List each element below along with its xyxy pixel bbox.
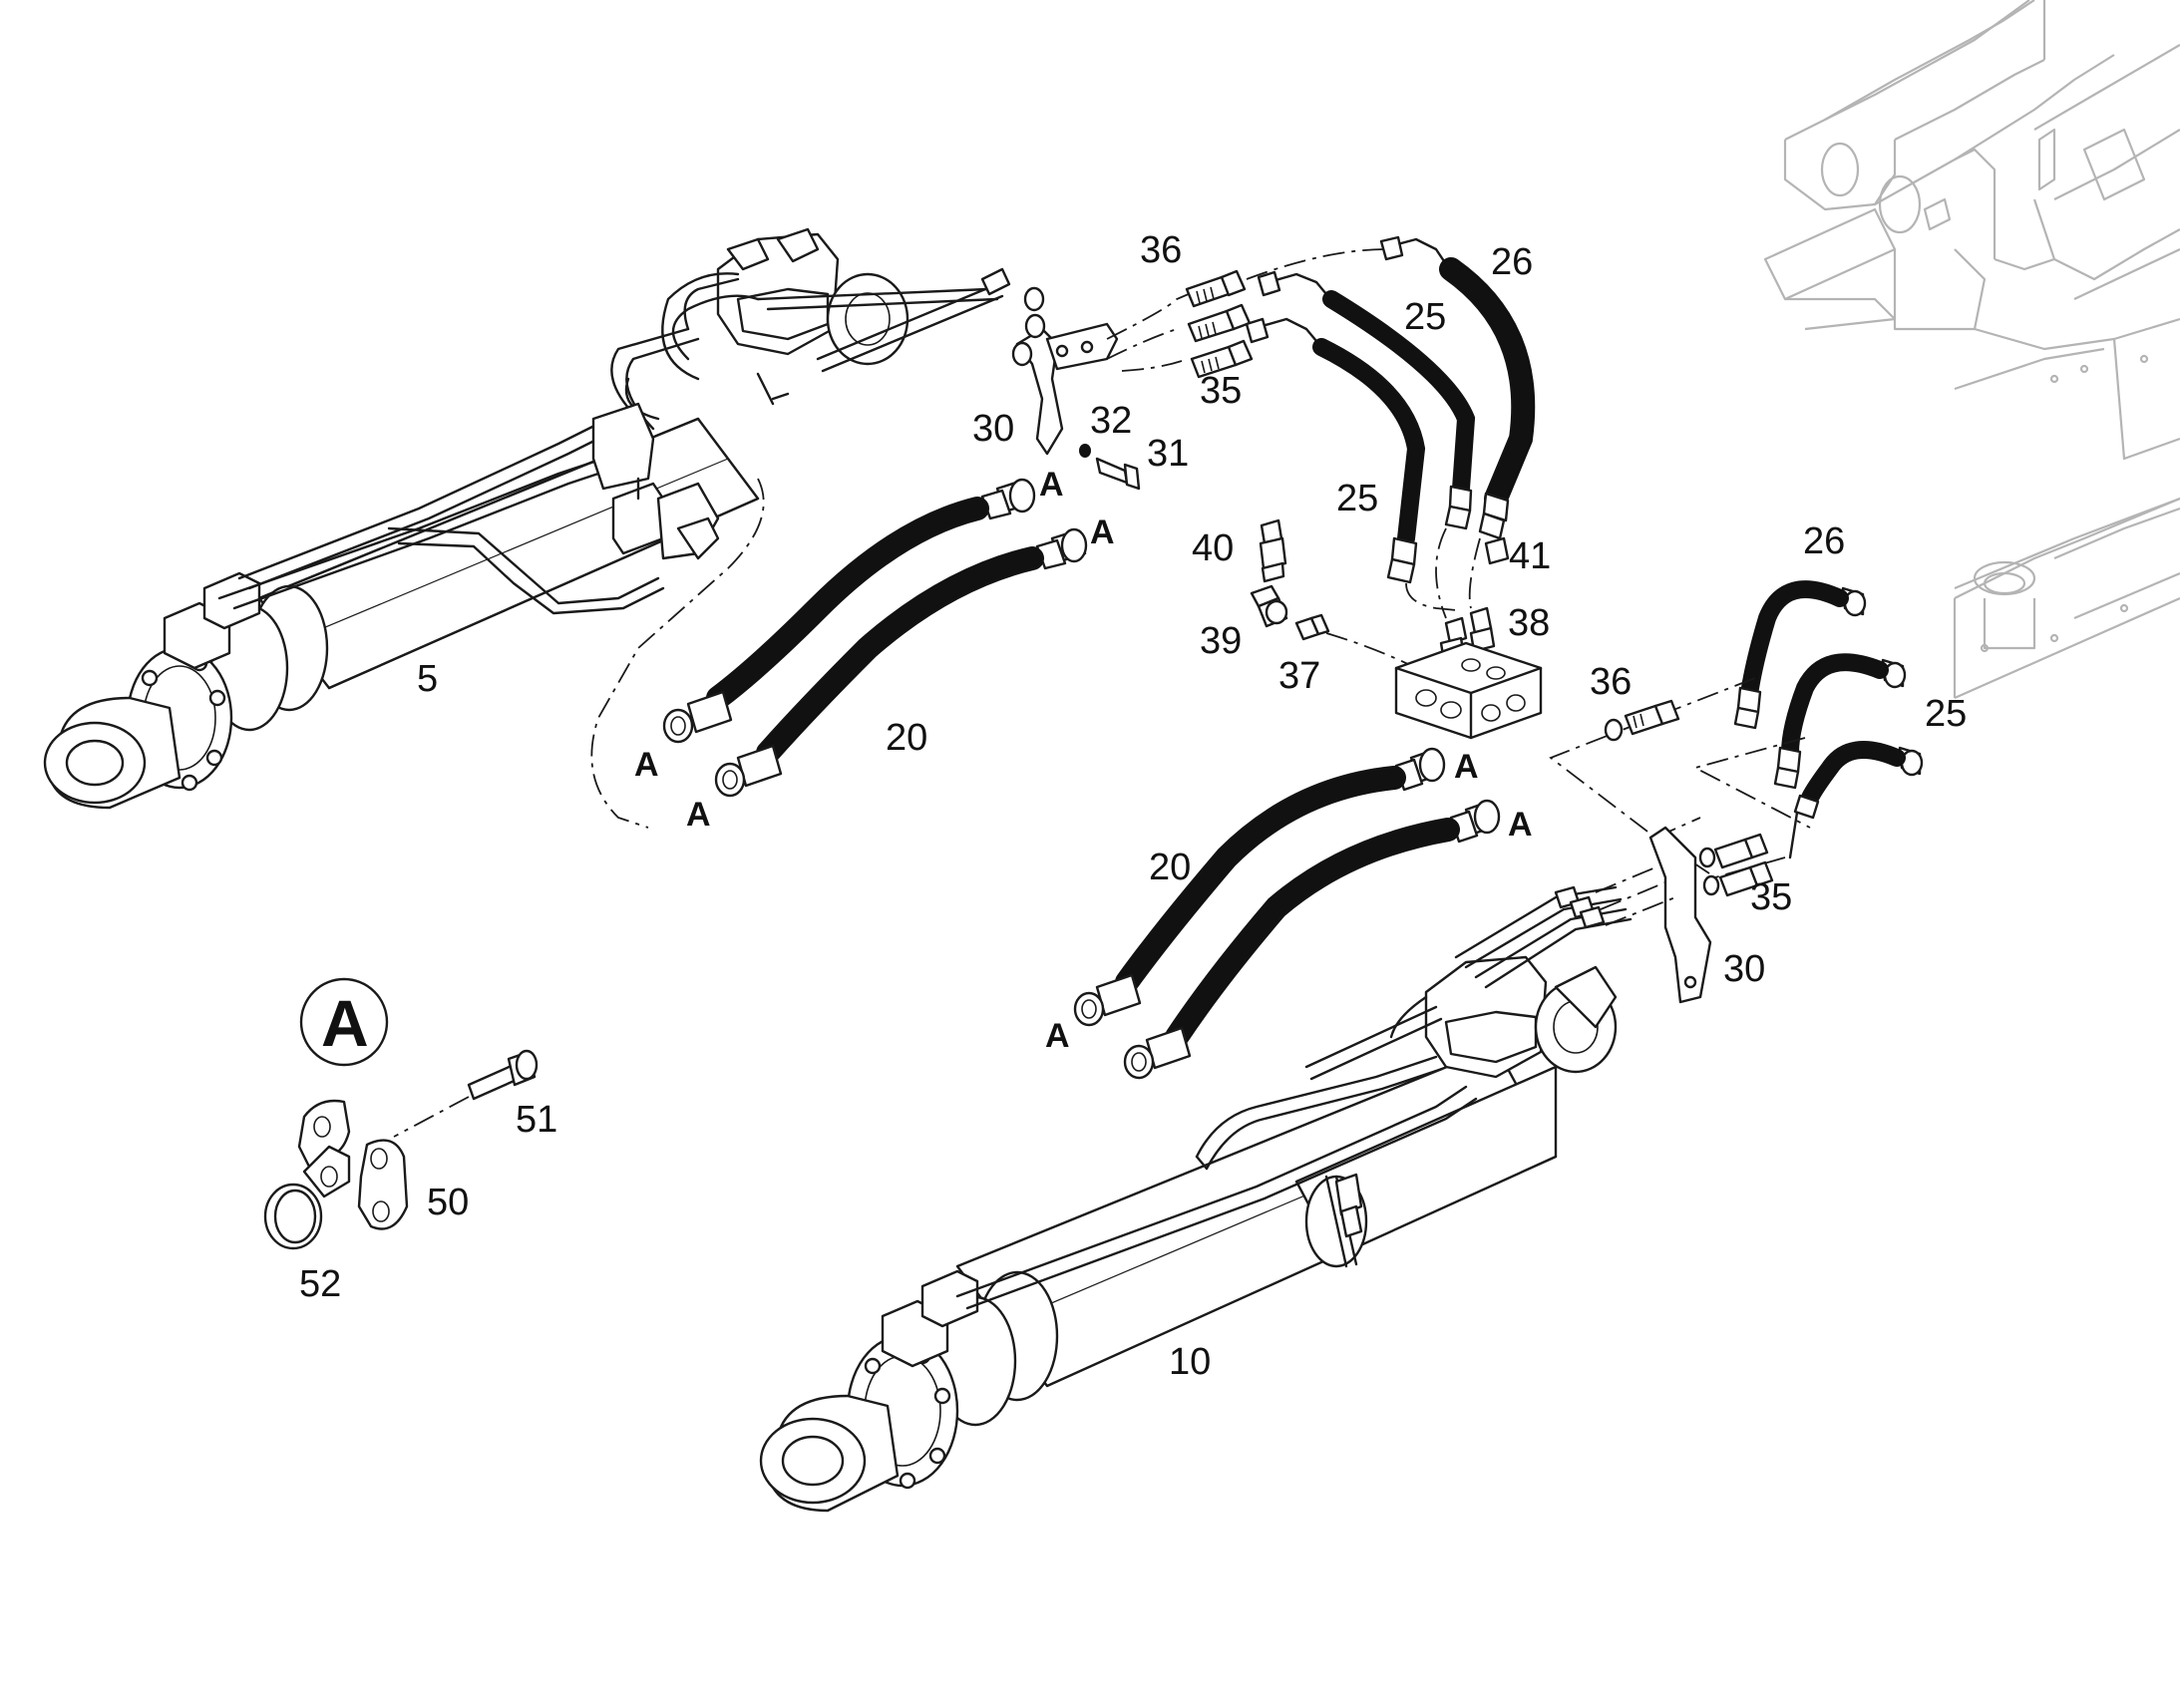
hose-20-upper xyxy=(662,478,1088,798)
connection-line xyxy=(1600,881,1666,910)
marker-a: A xyxy=(1090,513,1115,551)
label-38: 38 xyxy=(1508,602,1550,644)
fittings-36-35-upper xyxy=(1185,269,1254,379)
label-35-lower: 35 xyxy=(1750,876,1792,918)
label-25-upper-left: 25 xyxy=(1336,478,1378,519)
part-labels: 5 10 20 20 25 25 25 26 26 30 30 31 32 35… xyxy=(299,229,1967,1383)
label-30-upper: 30 xyxy=(972,408,1014,450)
bracket-30-lower xyxy=(1648,826,1774,1004)
connection-line xyxy=(1246,248,1387,280)
marker-a: A xyxy=(1039,466,1064,504)
detail-a-title: A xyxy=(321,986,369,1060)
label-36-right: 36 xyxy=(1590,661,1632,703)
detail-a xyxy=(263,977,539,1250)
connection-line xyxy=(1595,866,1656,893)
connection-line xyxy=(1549,677,1756,839)
cylinder-5 xyxy=(43,227,1011,810)
hose-set-upper xyxy=(1245,235,1536,584)
label-39: 39 xyxy=(1200,620,1242,662)
connection-line xyxy=(1692,737,1811,829)
fitting-36-right xyxy=(1604,699,1680,742)
label-41: 41 xyxy=(1509,535,1551,577)
label-20-upper: 20 xyxy=(886,717,927,759)
hose-20-lower xyxy=(1073,747,1501,1080)
label-26-upper: 26 xyxy=(1491,241,1533,283)
hoses-right-visible xyxy=(1733,580,1924,859)
label-50: 50 xyxy=(427,1182,469,1223)
connection-line xyxy=(1106,328,1178,360)
bracket-30-upper xyxy=(1011,286,1141,491)
connection-line xyxy=(1121,360,1183,372)
label-25-right: 25 xyxy=(1925,693,1967,735)
fittings-cluster xyxy=(1250,518,1543,740)
marker-a: A xyxy=(634,746,659,784)
connection-line xyxy=(1605,896,1676,926)
machine-frame xyxy=(1763,0,2180,700)
detail-markers: A A A A A A A A xyxy=(321,466,1533,1060)
marker-a: A xyxy=(1508,806,1533,844)
connection-line xyxy=(1106,283,1213,340)
label-36-upper: 36 xyxy=(1140,229,1182,271)
marker-a: A xyxy=(1454,748,1479,786)
connection-line xyxy=(1405,582,1457,611)
cylinder-10 xyxy=(759,885,1633,1513)
label-40: 40 xyxy=(1192,527,1234,569)
label-31: 31 xyxy=(1147,433,1189,475)
connection-line xyxy=(1435,527,1447,619)
label-5: 5 xyxy=(417,658,438,700)
label-52: 52 xyxy=(299,1263,341,1305)
connection-line xyxy=(1468,537,1481,609)
label-30-lower: 30 xyxy=(1723,948,1765,990)
marker-a: A xyxy=(686,796,711,834)
label-37: 37 xyxy=(1278,655,1320,697)
label-32: 32 xyxy=(1090,400,1132,442)
connection-line xyxy=(590,478,765,829)
label-26-right: 26 xyxy=(1803,520,1845,562)
label-10: 10 xyxy=(1169,1341,1211,1383)
label-51: 51 xyxy=(516,1099,557,1141)
label-25-upper-right: 25 xyxy=(1404,296,1446,338)
label-35-upper: 35 xyxy=(1200,370,1242,412)
label-20-lower: 20 xyxy=(1149,847,1191,888)
marker-a: A xyxy=(1045,1017,1070,1055)
